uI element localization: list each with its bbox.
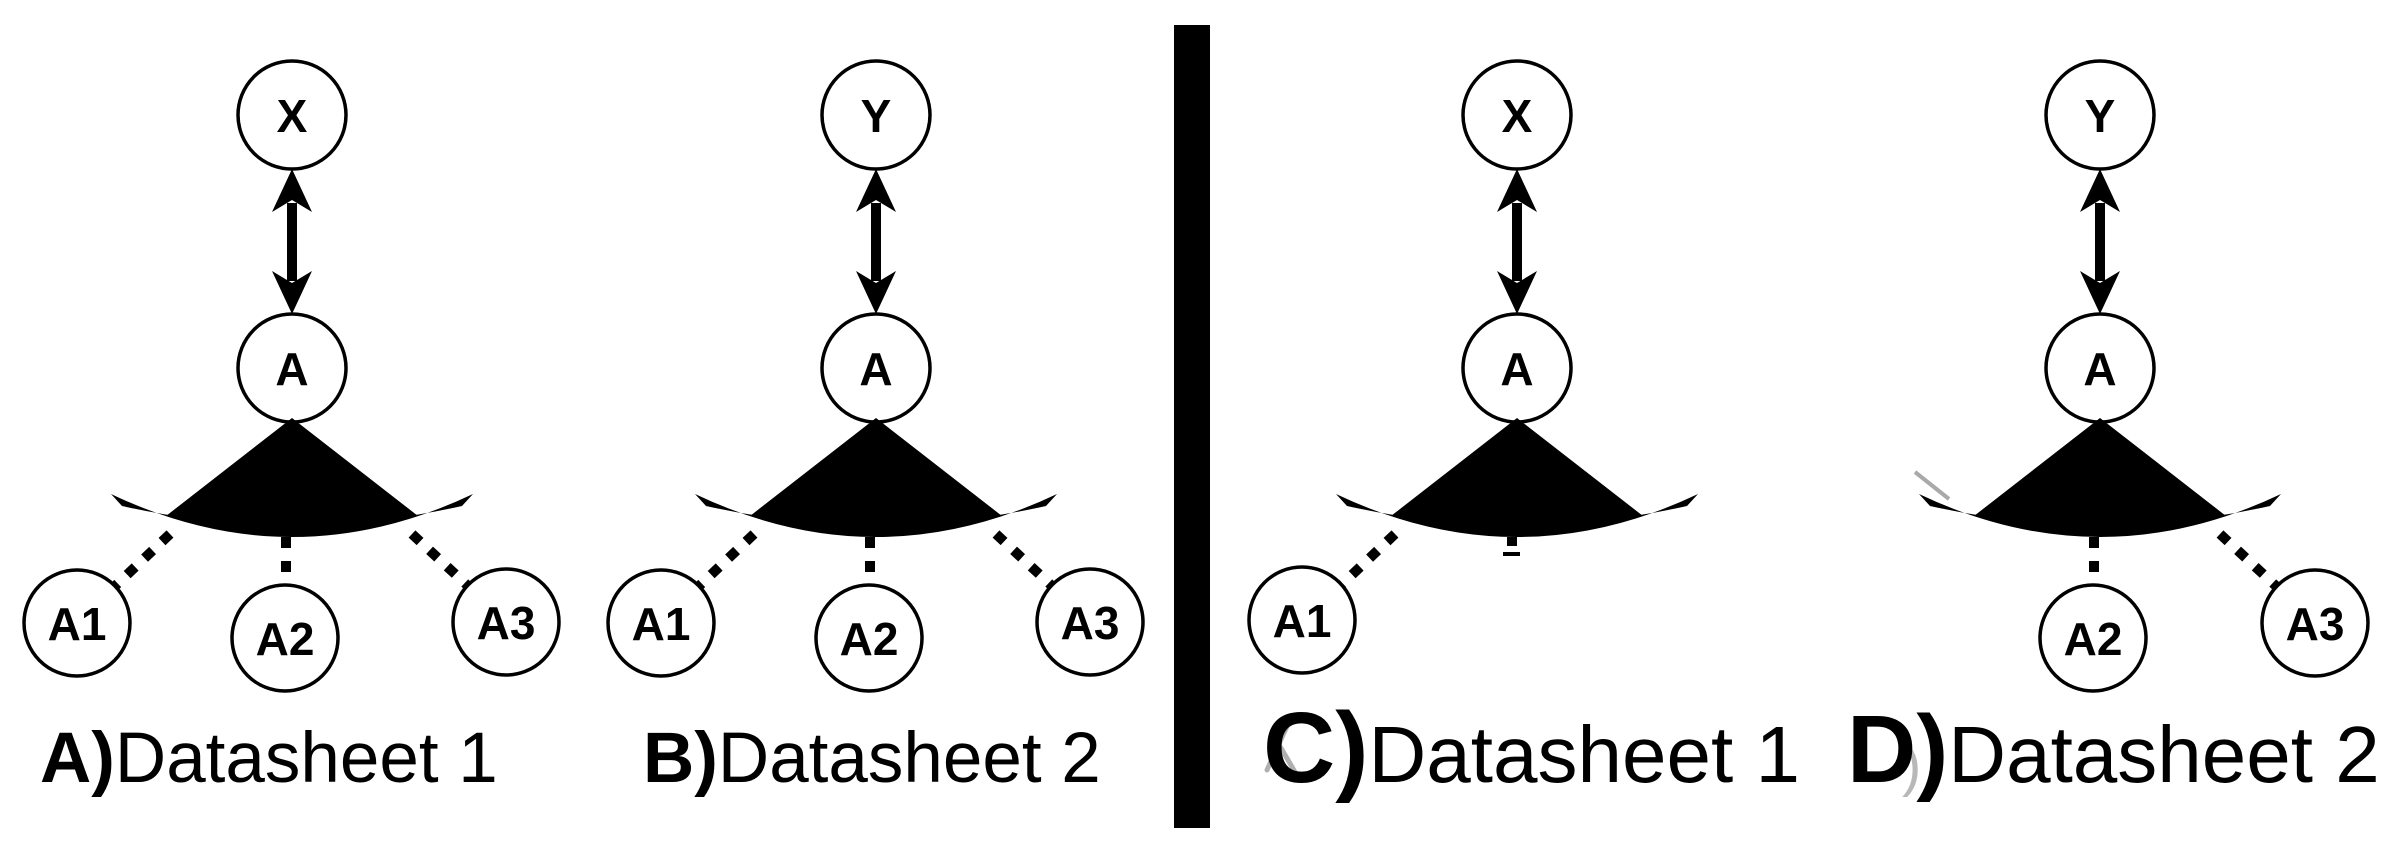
- panel-c: X A A1 C)Datasheet 1: [1247, 59, 1800, 804]
- arrowhead-up-icon: [856, 169, 896, 212]
- leftover-tick-mark: [1507, 537, 1517, 546]
- dotted-edge-a3: [992, 530, 1056, 590]
- child-node-a3-label: A3: [1061, 597, 1120, 649]
- child-node-a3-circle: [2260, 568, 2370, 678]
- caption-prefix: B): [643, 719, 718, 798]
- caption-prefix: A): [40, 719, 115, 798]
- child-node-a2-label: A2: [2064, 613, 2123, 665]
- dotted-edge-a3: [408, 530, 472, 590]
- dotted-edge-a1: [1334, 530, 1399, 592]
- panel-caption: C)Datasheet 1: [1263, 692, 1800, 804]
- child-node-a2-circle: [230, 583, 340, 693]
- child-node-a1-circle: [22, 568, 132, 678]
- fan-cone: [750, 418, 1002, 536]
- child-node-a1-circle: [1247, 565, 1357, 675]
- ghost-paren-artifact: ): [1902, 733, 1921, 798]
- child-node-a2-circle: [2038, 583, 2148, 693]
- panel-caption: B)Datasheet 2: [643, 719, 1101, 798]
- divider-bar: [1174, 25, 1210, 828]
- hub-node-label: A: [275, 343, 308, 395]
- child-node-a3-label: A3: [2286, 598, 2345, 650]
- fan-arc: [1919, 494, 2281, 537]
- child-node-a1-label: A1: [632, 598, 691, 650]
- caption-text: Datasheet 2: [718, 719, 1101, 798]
- dotted-edge-a1: [109, 530, 174, 592]
- child-node-a2-label: A2: [840, 613, 899, 665]
- top-node-label: Y: [2085, 90, 2116, 142]
- child-node-a3-circle: [1035, 567, 1145, 677]
- arrowhead-down-icon: [856, 271, 896, 314]
- child-node-a2-circle: [814, 583, 924, 693]
- arrowhead-down-icon: [272, 271, 312, 314]
- child-node-a1-label: A1: [1273, 595, 1332, 647]
- arrowhead-up-icon: [272, 169, 312, 212]
- panel-caption: A)Datasheet 1: [40, 719, 498, 798]
- dotted-edge-a1: [693, 530, 758, 592]
- child-node-a1-circle: [606, 568, 716, 678]
- panel-b: Y A A1 A2 A3 B)Datasheet 2: [606, 59, 1145, 798]
- dotted-edge-a3: [2216, 530, 2280, 590]
- faint-line-artifact: [1913, 470, 1951, 501]
- fan-cone: [166, 418, 418, 536]
- hub-node-label: A: [1500, 343, 1533, 395]
- fan-cone: [1391, 418, 1643, 536]
- arrowhead-down-icon: [2080, 271, 2120, 314]
- caption-text: Datasheet 1: [1369, 710, 1800, 799]
- arrowhead-up-icon: [1497, 169, 1537, 212]
- caption-text: Datasheet 1: [115, 719, 498, 798]
- panel-a: X A A1 A2 A3 A)Datasheet 1: [22, 59, 561, 798]
- hub-node-label: A: [859, 343, 892, 395]
- fan-arc: [1336, 494, 1698, 537]
- panel-caption: D)Datasheet 2: [1847, 696, 2380, 803]
- top-node-label: X: [1502, 90, 1533, 142]
- child-node-a3-label: A3: [477, 597, 536, 649]
- arrowhead-down-icon: [1497, 271, 1537, 314]
- leftover-dash-mark: [1503, 552, 1520, 556]
- fan-arc: [695, 494, 1057, 537]
- child-node-a2-label: A2: [256, 613, 315, 665]
- caption-prefix: D): [1847, 696, 1948, 803]
- hub-node-label: A: [2083, 343, 2116, 395]
- caption-text: Datasheet 2: [1948, 710, 2379, 799]
- child-node-a1-label: A1: [48, 598, 107, 650]
- child-node-a3-circle: [451, 567, 561, 677]
- ghost-letter-artifact: [1264, 719, 1298, 775]
- top-node-label: X: [277, 90, 308, 142]
- caption-prefix: C): [1263, 692, 1369, 804]
- arrowhead-up-icon: [2080, 169, 2120, 212]
- top-node-label: Y: [861, 90, 892, 142]
- panel-d: Y A A2 A3 ) D)Datasheet 2: [1847, 59, 2380, 803]
- fan-cone: [1974, 418, 2226, 536]
- fan-arc: [111, 494, 473, 537]
